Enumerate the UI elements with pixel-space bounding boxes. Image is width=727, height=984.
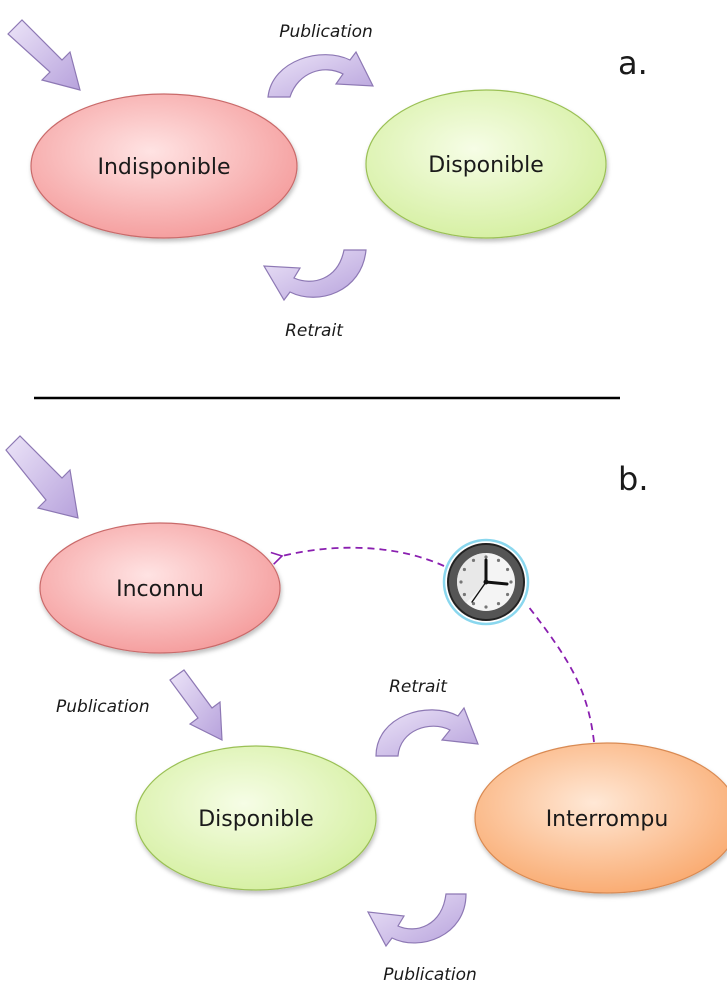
withdraw-arrow-b (375, 706, 479, 757)
withdraw-label-b: Retrait (389, 677, 448, 697)
withdraw-label-a: Retrait (285, 321, 344, 341)
publish-initial-label: Publication (56, 697, 150, 717)
state-interrupted-label: Interrompu (546, 807, 669, 832)
republish-arrow-b (366, 893, 467, 948)
clock-icon (442, 538, 530, 626)
republish-label-b: Publication (383, 965, 477, 984)
entry-arrow-a (7, 19, 81, 91)
state-unknown (39, 522, 281, 654)
state-available-b (135, 745, 377, 891)
panel-b-label: b. (618, 460, 648, 498)
panel-a-label: a. (618, 44, 648, 82)
state-unavailable-label: Indisponible (97, 155, 230, 180)
publish-label-a: Publication (279, 22, 373, 42)
state-unknown-label: Inconnu (116, 577, 204, 602)
state-interrupted (474, 742, 727, 894)
publish-arrow-b (169, 669, 223, 741)
withdraw-arrow-a (262, 249, 367, 302)
state-unavailable (30, 93, 298, 239)
entry-arrow-b (5, 435, 79, 519)
publish-arrow-a (267, 50, 374, 98)
timeout-path (282, 548, 595, 743)
state-available-a (365, 89, 607, 239)
state-available-a-label: Disponible (428, 153, 544, 178)
state-available-b-label: Disponible (198, 807, 314, 832)
